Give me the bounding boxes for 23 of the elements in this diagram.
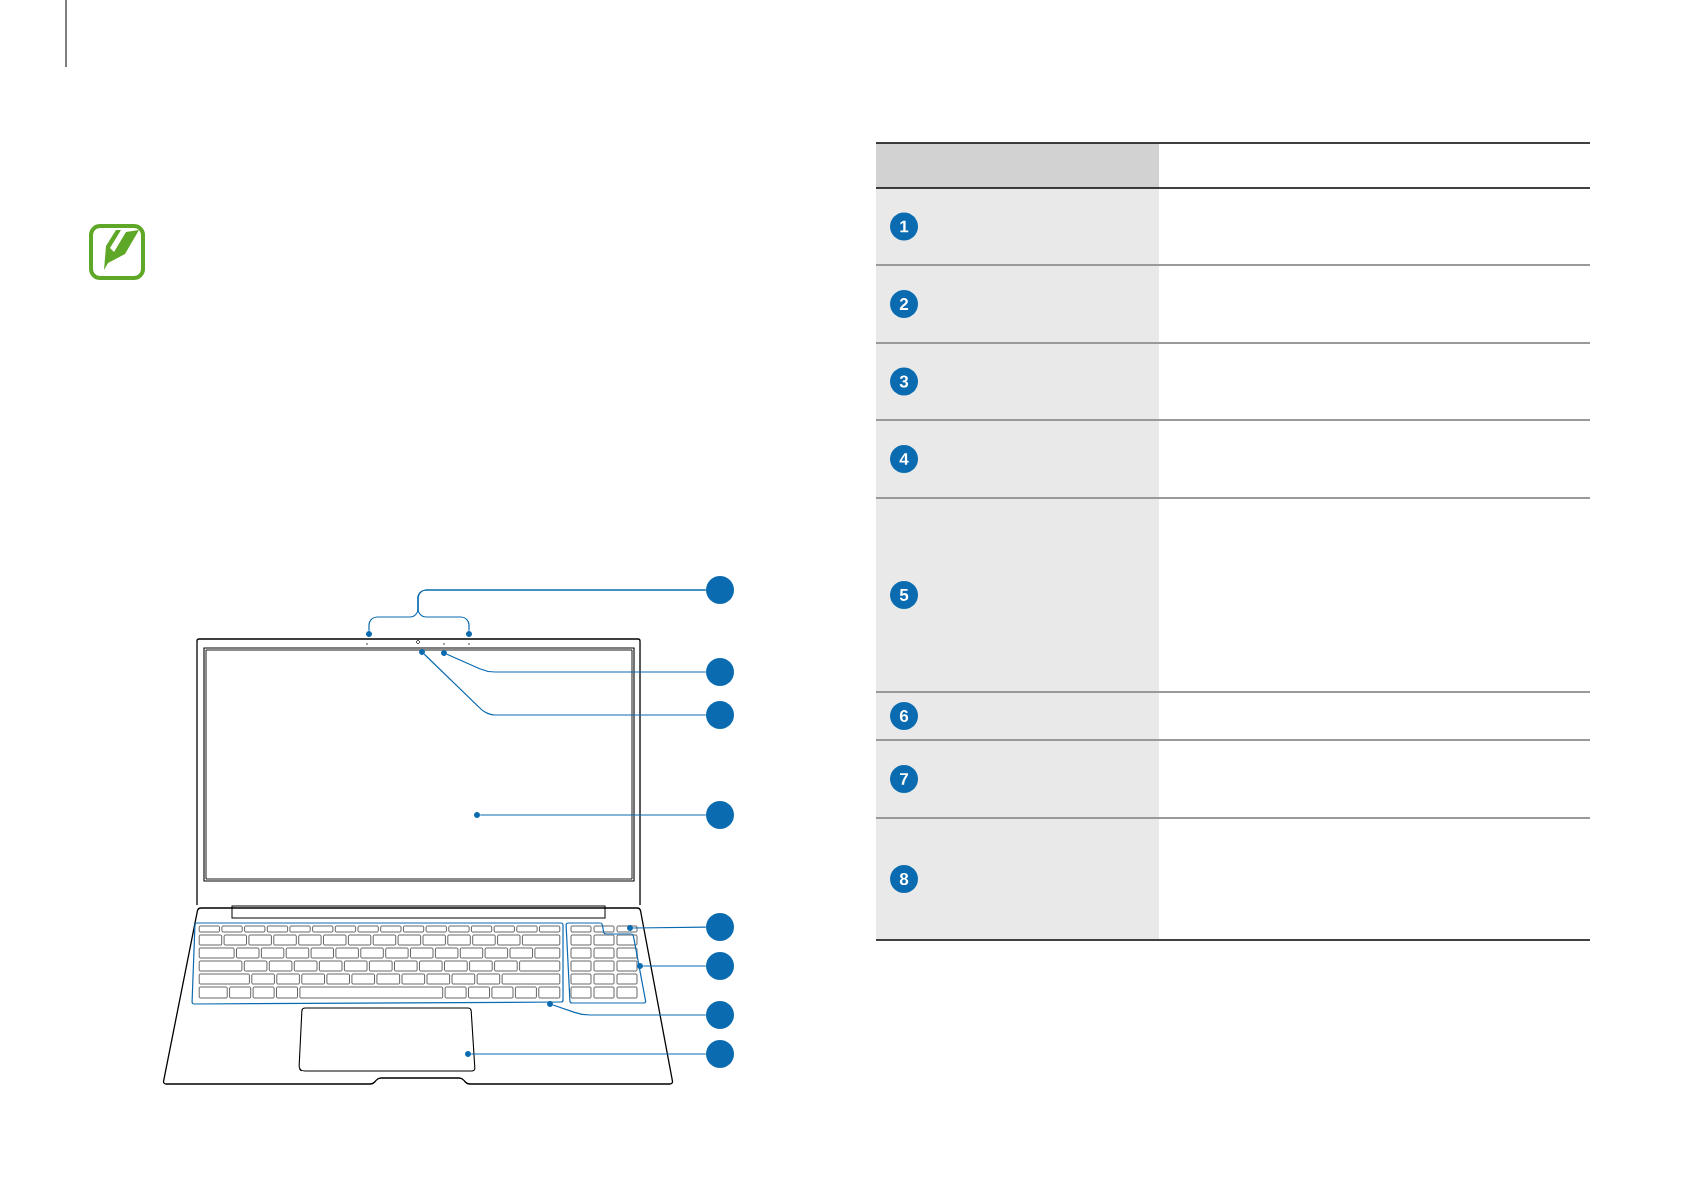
callout-number: 7 [890,765,918,793]
callout-number: 6 [890,702,918,730]
callout-number: 8 [890,865,918,893]
callout-circle [706,576,734,604]
leader-line [552,1004,707,1016]
leader-line [446,653,707,673]
leader-line [423,653,707,716]
leader-line [632,926,707,929]
callout-circle [706,1001,734,1029]
callout-number: 5 [890,581,918,609]
callout-circle [706,658,734,686]
callout-circle [706,913,734,941]
callout-circle [706,952,734,980]
callout-number: 1 [890,212,918,241]
callout-number: 4 [890,445,918,473]
leader-line [470,1053,707,1055]
callout-circle [706,801,734,829]
leader-line [642,965,707,967]
callout-circle [706,1040,734,1068]
leader-line [479,814,707,816]
callout-number: 3 [890,367,918,396]
callout-number: 2 [890,290,918,318]
callout-circle [706,701,734,729]
